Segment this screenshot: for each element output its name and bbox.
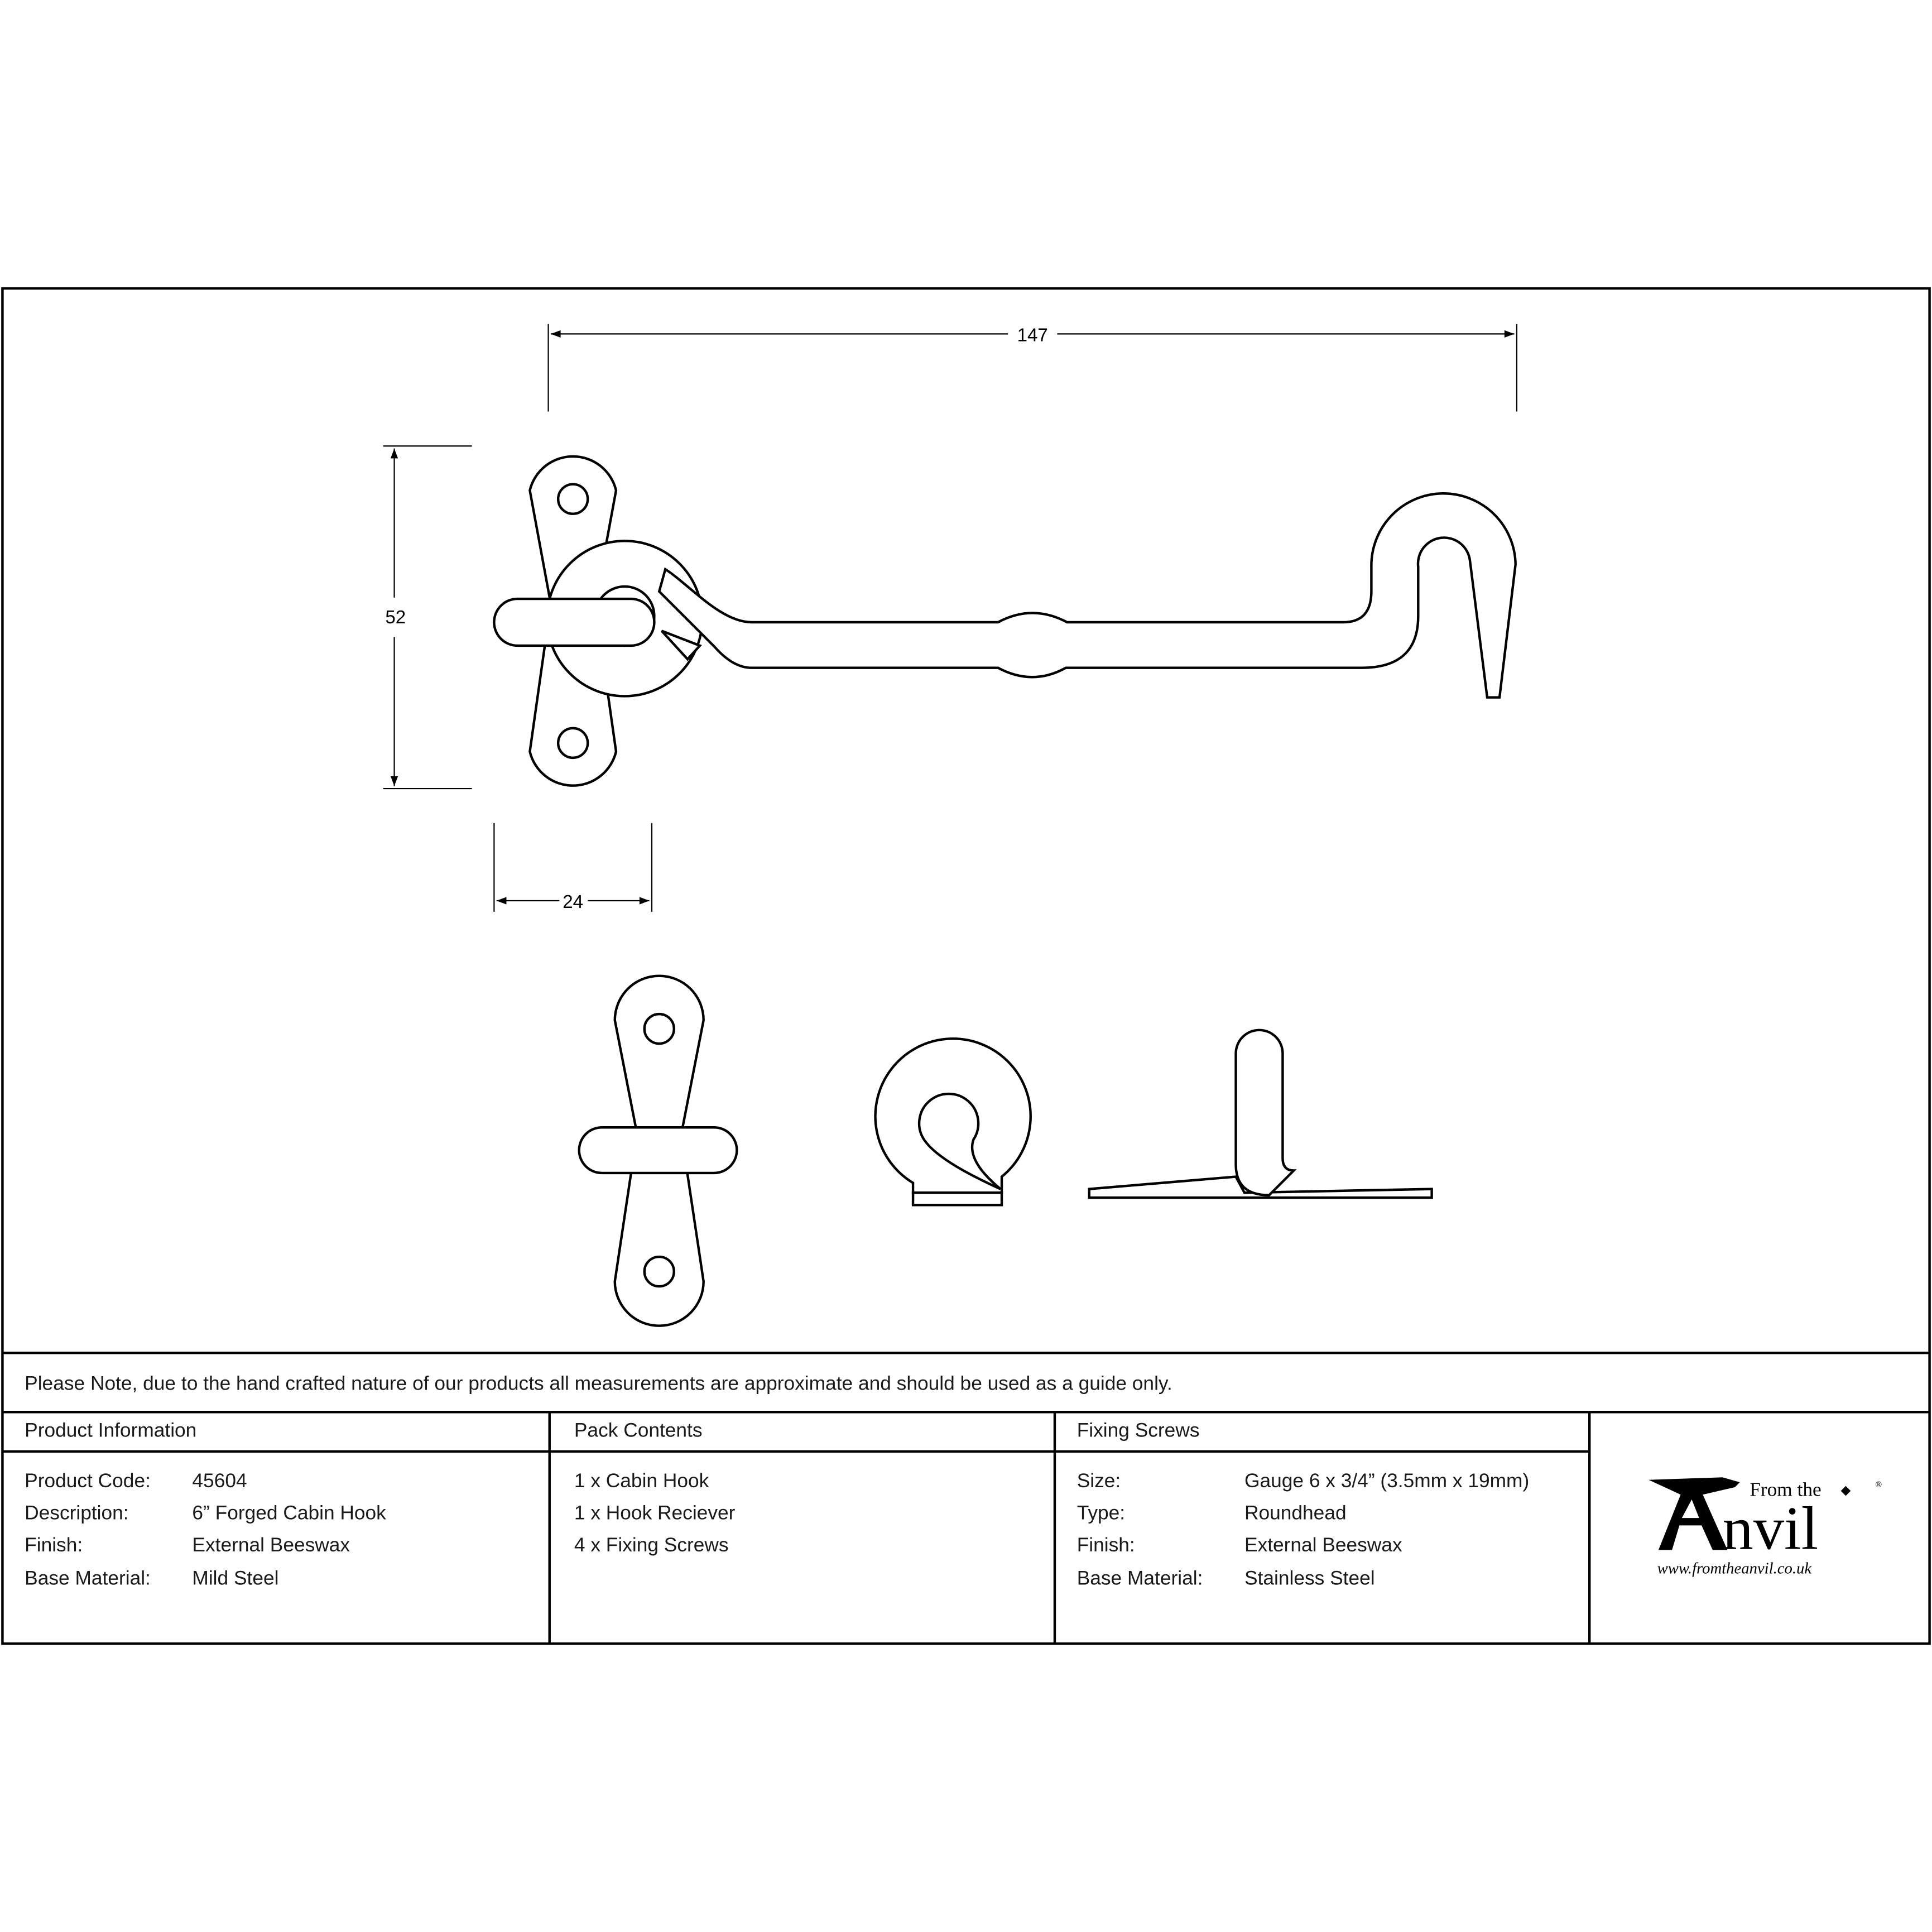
fixing-screws-header: Fixing Screws — [1077, 1419, 1200, 1441]
hook-receiver-eye-view — [874, 1037, 1032, 1207]
logo-main-text: nvil — [1723, 1494, 1819, 1562]
product-code-value: 45604 — [192, 1470, 247, 1492]
registered-mark: ® — [1875, 1480, 1882, 1489]
hook-receiver-front-view — [578, 974, 738, 1327]
screw-type-label: Type: — [1077, 1502, 1125, 1524]
description-label: Description: — [25, 1502, 128, 1524]
sheet-frame — [1, 287, 1931, 1645]
finish-value: External Beeswax — [192, 1534, 350, 1556]
screw-size-label: Size: — [1077, 1470, 1121, 1492]
screw-material-label: Base Material: — [1077, 1567, 1203, 1589]
dimension-length: 147 — [547, 324, 1518, 412]
pack-item: 4 x Fixing Screws — [574, 1534, 729, 1556]
dimension-length-label: 147 — [1017, 325, 1048, 346]
screw-finish-value: External Beeswax — [1244, 1534, 1402, 1556]
dimension-height-label: 52 — [385, 607, 406, 628]
base-material-value: Mild Steel — [192, 1567, 278, 1589]
screw-finish-label: Finish: — [1077, 1534, 1135, 1556]
fixing-screws-table: Size: Gauge 6 x 3/4” (3.5mm x 19mm) Type… — [1077, 1470, 1530, 1589]
hook-receiver-side-view — [1088, 1029, 1433, 1199]
pack-item: 1 x Cabin Hook — [574, 1470, 709, 1492]
product-code-label: Product Code: — [25, 1470, 151, 1492]
product-info-table: Product Code: 45604 Description: 6” Forg… — [25, 1470, 386, 1589]
base-material-label: Base Material: — [25, 1567, 151, 1589]
product-info-header: Product Information — [25, 1419, 196, 1441]
finish-label: Finish: — [25, 1534, 83, 1556]
screw-material-value: Stainless Steel — [1244, 1567, 1375, 1589]
dimension-depth-label: 24 — [563, 892, 583, 912]
description-value: 6” Forged Cabin Hook — [192, 1502, 386, 1524]
pack-contents-header: Pack Contents — [574, 1419, 703, 1441]
cabin-hook-front-view — [493, 455, 1517, 787]
pack-contents-list: 1 x Cabin Hook 1 x Hook Reciever 4 x Fix… — [574, 1470, 736, 1556]
from-the-anvil-logo: From the ® nvil www.fromtheanvil.co.uk — [1649, 1477, 1882, 1577]
screw-type-value: Roundhead — [1244, 1502, 1347, 1524]
diamond-icon — [1840, 1486, 1851, 1496]
anvil-icon — [1649, 1477, 1740, 1550]
logo-url: www.fromtheanvil.co.uk — [1657, 1559, 1813, 1577]
pack-item: 1 x Hook Reciever — [574, 1502, 736, 1524]
disclaimer-note: Please Note, due to the hand crafted nat… — [25, 1373, 1172, 1395]
dimension-depth: 24 — [493, 823, 653, 912]
dimension-height: 52 — [383, 445, 472, 790]
logo-top-text: From the — [1750, 1478, 1822, 1500]
screw-size-value: Gauge 6 x 3/4” (3.5mm x 19mm) — [1244, 1470, 1529, 1492]
